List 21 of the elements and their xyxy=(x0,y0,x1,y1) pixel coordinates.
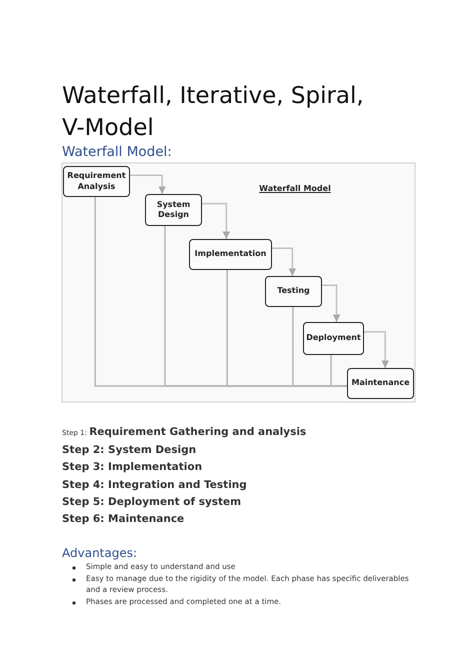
page-title: Waterfall, Iterative, Spiral, V-Model xyxy=(62,82,365,143)
step-text: Step 2: System Design xyxy=(62,443,198,458)
step-text: Step 5: Deployment of system xyxy=(62,495,242,510)
process-box: Maintenance xyxy=(347,368,414,399)
arrow xyxy=(272,248,296,276)
figure-title: Waterfall Model xyxy=(258,183,332,195)
feedback-line xyxy=(330,355,347,387)
section-heading: Advantages: xyxy=(62,545,138,562)
process-box: Implementation xyxy=(189,239,272,270)
process-box: Requirement Analysis xyxy=(63,166,130,197)
process-box: System Design xyxy=(145,194,202,226)
section-heading: Waterfall Model: xyxy=(62,143,173,162)
step-text: Step 4: Integration and Testing xyxy=(62,478,248,493)
arrow xyxy=(322,284,340,322)
arrow xyxy=(130,174,166,194)
process-box: Deployment xyxy=(303,322,364,355)
arrow xyxy=(202,202,230,239)
arrow xyxy=(364,331,389,368)
step-text: Step 3: Implementation xyxy=(62,460,204,475)
step-text: Step 6: Maintenance xyxy=(62,512,186,527)
process-box: Testing xyxy=(265,276,322,307)
